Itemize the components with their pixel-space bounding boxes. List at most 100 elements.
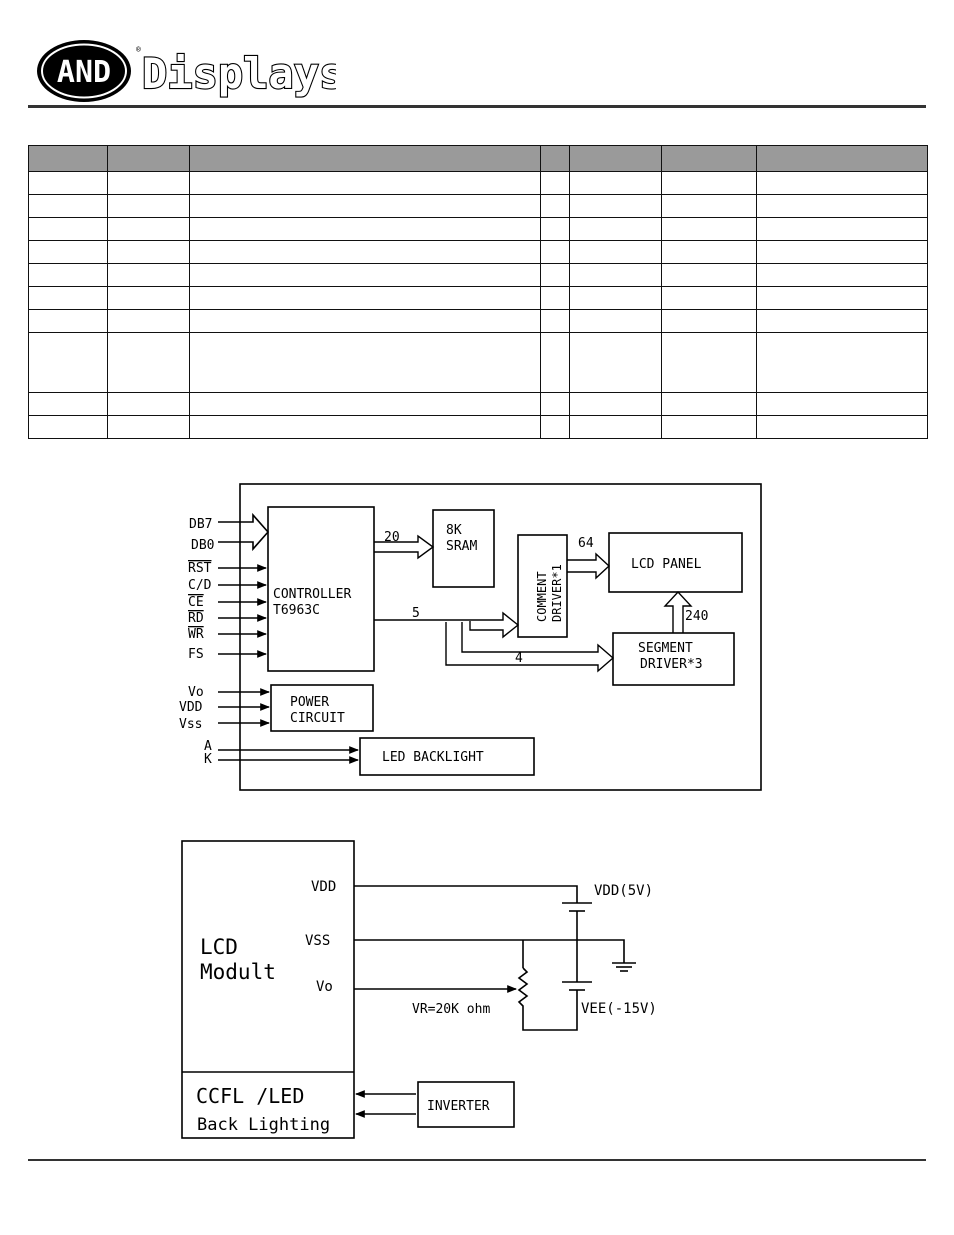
db0-label: DB0 bbox=[191, 538, 214, 553]
table-cell bbox=[756, 286, 928, 310]
table-row bbox=[28, 332, 928, 393]
footer-rule bbox=[28, 1159, 926, 1161]
table-cell bbox=[540, 240, 570, 264]
rd-label: RD bbox=[188, 611, 204, 626]
vee-wire bbox=[522, 990, 578, 1031]
table-cell bbox=[756, 263, 928, 287]
table-cell bbox=[661, 194, 757, 218]
circuit-label: CIRCUIT bbox=[290, 711, 345, 726]
table-header-cell bbox=[661, 145, 757, 172]
and-displays-logo: AND ® Displays bbox=[37, 40, 336, 102]
table-cell bbox=[661, 263, 757, 287]
vr-label: VR=20K ohm bbox=[412, 1002, 490, 1017]
table-header-cell bbox=[569, 145, 662, 172]
table-row bbox=[28, 415, 928, 439]
table-cell bbox=[661, 217, 757, 241]
cd-label: C/D bbox=[188, 578, 212, 593]
table-cell bbox=[28, 240, 108, 264]
wr-label: WR bbox=[188, 627, 204, 642]
lcd-panel-block bbox=[608, 532, 743, 593]
table-cell bbox=[189, 194, 541, 218]
table-cell bbox=[540, 217, 570, 241]
pin-assignment-table bbox=[28, 145, 928, 439]
table-cell bbox=[28, 286, 108, 310]
table-cell bbox=[107, 332, 190, 393]
table-cell bbox=[569, 194, 662, 218]
table-row bbox=[28, 194, 928, 218]
table-cell bbox=[540, 194, 570, 218]
table-cell bbox=[107, 240, 190, 264]
table-cell bbox=[189, 171, 541, 195]
ce-label: CE bbox=[188, 595, 204, 610]
power-label: POWER bbox=[290, 695, 329, 710]
table-cell bbox=[661, 309, 757, 333]
table-cell bbox=[540, 171, 570, 195]
table-cell bbox=[569, 171, 662, 195]
db7-label: DB7 bbox=[189, 517, 212, 532]
table-cell bbox=[28, 392, 108, 416]
segment-label: SEGMENT bbox=[638, 641, 693, 656]
table-cell bbox=[756, 332, 928, 393]
table-cell bbox=[569, 392, 662, 416]
table-cell bbox=[189, 217, 541, 241]
table-cell bbox=[107, 194, 190, 218]
block-diagram: DB7 DB0 RST C/D CE RD WR FS Vo VDD Vss A… bbox=[179, 483, 762, 791]
comment-count-label: DRIVER*1 bbox=[550, 564, 564, 622]
module-vss-pin: VSS bbox=[305, 933, 330, 949]
inverter-box bbox=[417, 1081, 515, 1128]
vdd-wire bbox=[354, 885, 578, 903]
table-cell bbox=[569, 332, 662, 393]
segment-to-panel-arrow bbox=[663, 590, 693, 633]
module-sub-label: Modult bbox=[200, 960, 276, 984]
fs-label: FS bbox=[188, 647, 204, 662]
table-header-cell bbox=[756, 145, 928, 172]
table-row bbox=[28, 217, 928, 241]
table-cell bbox=[540, 286, 570, 310]
table-cell bbox=[661, 171, 757, 195]
table-cell bbox=[540, 392, 570, 416]
table-cell bbox=[569, 415, 662, 439]
comment-bus-arrow bbox=[374, 611, 520, 639]
table-cell bbox=[756, 171, 928, 195]
segment-count-label: DRIVER*3 bbox=[640, 657, 703, 672]
table-row bbox=[28, 286, 928, 310]
table-cell bbox=[756, 194, 928, 218]
table-cell bbox=[28, 309, 108, 333]
a-label: A bbox=[204, 739, 212, 754]
controller-label: CONTROLLER bbox=[273, 587, 351, 602]
table-header-cell bbox=[540, 145, 570, 172]
table-cell bbox=[189, 263, 541, 287]
table-cell bbox=[189, 332, 541, 393]
bus-64-label: 64 bbox=[578, 536, 594, 551]
segment-bus-arrow bbox=[445, 622, 615, 673]
backlight-sub-label: Back Lighting bbox=[197, 1115, 330, 1135]
table-cell bbox=[107, 286, 190, 310]
table-cell bbox=[107, 171, 190, 195]
table-header-row bbox=[28, 145, 928, 172]
vo-label: Vo bbox=[188, 685, 204, 700]
table-cell bbox=[28, 194, 108, 218]
module-vdd-pin: VDD bbox=[311, 879, 336, 895]
table-cell bbox=[756, 217, 928, 241]
table-cell bbox=[756, 240, 928, 264]
table-cell bbox=[661, 286, 757, 310]
vee-supply-label: VEE(-15V) bbox=[581, 1001, 657, 1017]
sram-label: SRAM bbox=[446, 539, 477, 554]
vss-label: Vss bbox=[179, 717, 202, 732]
table-cell bbox=[756, 309, 928, 333]
bus-4-label: 4 bbox=[515, 651, 523, 666]
potentiometer-resistor bbox=[517, 967, 529, 1010]
table-cell bbox=[569, 309, 662, 333]
table-cell bbox=[540, 415, 570, 439]
power-supply-diagram: LCD Modult VDD VSS Vo VDD(5V) VEE(-15V) … bbox=[181, 840, 657, 1139]
table-cell bbox=[189, 309, 541, 333]
table-cell bbox=[107, 415, 190, 439]
data-bus-arrow bbox=[218, 512, 270, 552]
table-header-cell bbox=[189, 145, 541, 172]
table-header-cell bbox=[28, 145, 108, 172]
vdd-supply-label: VDD(5V) bbox=[594, 883, 653, 899]
table-header-cell bbox=[107, 145, 190, 172]
k-label: K bbox=[204, 752, 212, 767]
table-cell bbox=[569, 217, 662, 241]
table-row bbox=[28, 392, 928, 416]
